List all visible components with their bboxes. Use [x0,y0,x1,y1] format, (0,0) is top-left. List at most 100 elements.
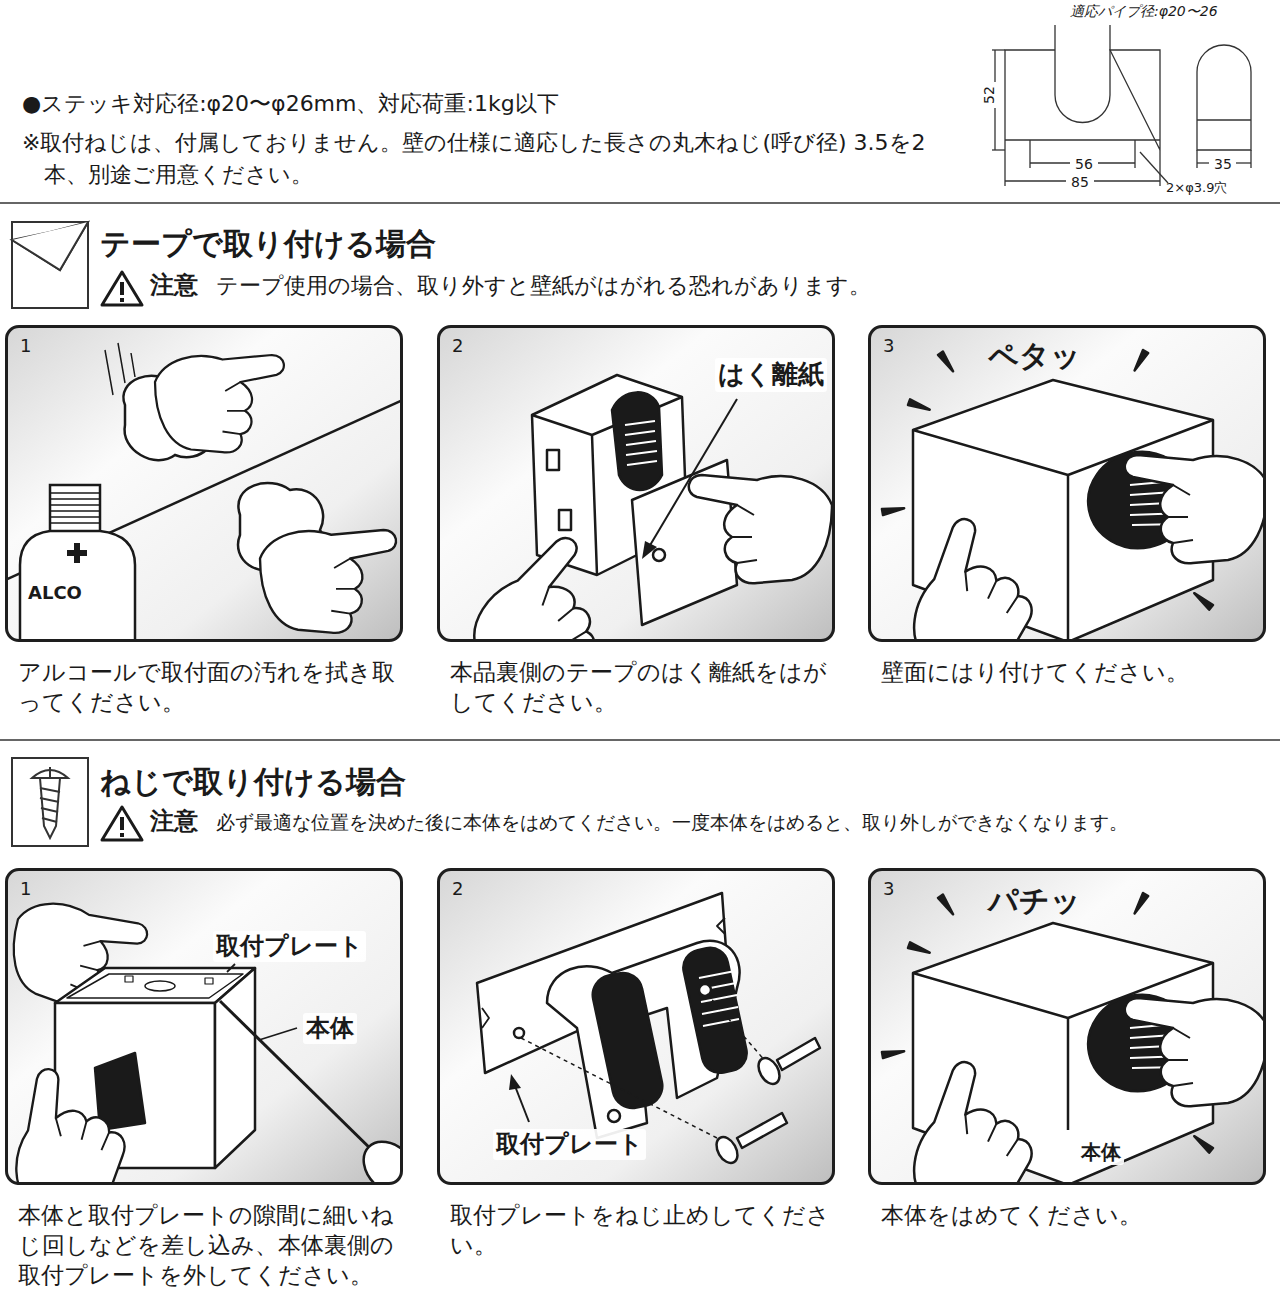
illustration-part [898,515,1057,642]
illustration-part [1192,591,1213,610]
illustration-part [521,1038,717,1138]
illustration-part [1197,162,1209,163]
illustration-part [898,1058,1057,1185]
illustration-part [49,767,51,777]
illustration-part [67,974,243,998]
illustration-part [437,868,835,1185]
step-number: 3 [883,334,894,357]
illustration-part [0,739,1280,741]
illustration-part [12,222,88,308]
illustration-part [1132,350,1148,372]
illustration-part [509,1074,521,1090]
illustration-part [260,530,396,633]
illustration-part [145,981,175,991]
sound-effect: ペタッ [988,336,1081,375]
illustration-part [67,550,87,556]
illustration-part [737,1113,787,1148]
illustration-part [1030,162,1070,163]
illustration-part [12,222,88,270]
illustration-part [1098,162,1135,163]
illustration-part [20,531,135,642]
dimension-value: 56 [1072,155,1096,173]
step-number: 1 [20,334,31,357]
illustration-part [102,272,142,305]
part-label: はく離紙 [715,358,827,392]
illustration-part [1132,893,1148,915]
dimension-drawing [992,25,1251,186]
illustration-part [882,505,905,515]
step-panel: 1ALCOアルコールで取付面の汚れを拭き取ってください。 [5,325,403,642]
step-caption: 本品裏側のテープのはく離紙をはがしてください。 [450,658,835,718]
illustration-part [1094,180,1160,181]
illustration-part [589,969,666,1111]
part-label: 取付プレート [493,1129,646,1160]
step-caption: 取付プレートをねじ止めしてください。 [450,1201,835,1261]
illustration-part [1140,152,1168,183]
illustration-part [994,50,995,82]
step-number: 2 [452,334,463,357]
step-panel: 1取付プレート本体本体と取付プレートの隙間に細いねじ回しなどを差し込み、本体裏側… [5,868,403,1185]
illustration-part [689,475,832,583]
illustration-part [547,450,559,470]
dimension-value: 85 [1068,173,1092,191]
illustration-part [712,1038,820,1167]
part-label: 本体 [303,1013,357,1044]
illustration-part [1029,140,1030,168]
dimension-value: 52 [980,83,998,107]
illustration-part [102,807,142,840]
step-panel: 2はく離紙本品裏側のテープのはく離紙をはがしてください。 [437,325,835,642]
step-caption: アルコールで取付面の汚れを拭き取ってください。 [18,658,403,718]
illustration-part [712,1133,742,1166]
illustration-part [1005,50,1160,150]
illustration-part [205,978,213,984]
illustration-part [938,352,956,373]
illustration-part [653,549,665,561]
illustration-part [992,149,1005,150]
illustration-part [259,1028,297,1040]
caution-text: テープ使用の場合、取り外すと壁紙がはがれる恐れがあります。 [216,272,871,301]
illustration-part [1197,119,1251,120]
illustration-part [992,49,1005,50]
illustration-part [754,1054,784,1087]
step-illustration [868,325,1266,642]
illustration-part [155,355,284,452]
dimension-value: 35 [1211,155,1235,173]
caution-text: 必ず最適な位置を決めた後に本体をはめてください。一度本体をはめると、取り外しがで… [216,810,1128,835]
illustration-part [120,298,124,302]
spec-text: ●ステッキ対応径:φ20〜φ26mm、対応荷重:1kg以下 [22,90,559,119]
step-illustration [437,325,835,642]
illustration-part [938,895,956,916]
illustration-part [40,788,60,822]
illustration-part [608,1110,620,1122]
illustration-part [120,833,124,837]
illustration-part [777,1038,820,1070]
illustration-part [457,533,636,642]
illustration-part [12,758,88,846]
illustration-part [227,964,235,972]
illustration-part [5,325,403,642]
part-label: 取付プレート [213,931,366,962]
illustration-part [0,202,1280,204]
illustration-part [1250,150,1251,168]
step-number: 1 [20,877,31,900]
illustration-part [1192,1134,1213,1153]
illustration-part [680,945,750,1077]
illustration-part [625,421,657,465]
step-caption: 本体をはめてください。 [881,1201,1266,1231]
illustration-part [559,510,571,530]
illustration-part [1005,180,1066,181]
part-label: 本体 [1078,1139,1124,1165]
bottle-label: ALCO [28,581,82,604]
illustration-part [50,485,100,533]
illustration-part [5,1067,140,1185]
illustration-part [353,1131,403,1185]
illustration-part [908,942,931,955]
sound-effect: パチッ [988,881,1081,920]
illustration-part [1236,162,1251,163]
note-text: ※取付ねじは、付属しておりません。壁の仕様に適応した長さの丸木ねじ(呼び径) 3… [22,127,952,191]
step-panel: 3パチッ本体本体をはめてください。 [868,868,1266,1185]
illustration-part [1005,139,1160,140]
illustration-part [642,541,657,559]
illustration-part [699,971,739,1026]
illustration-part [514,1028,524,1038]
